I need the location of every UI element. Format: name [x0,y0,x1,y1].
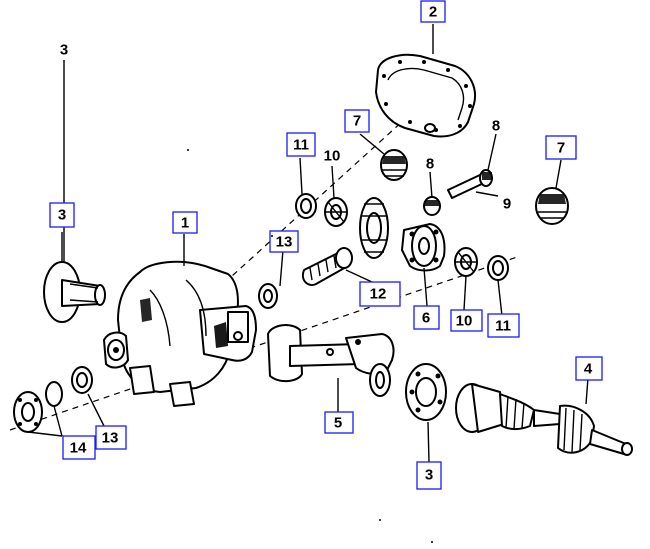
differential-case-part [401,223,446,272]
callout-label: 3 [425,467,433,484]
callout-label: 5 [334,415,342,432]
callout-3-left-top: 3 [60,42,68,59]
cv-axle-shaft-part [455,383,633,456]
free-label-8-mid: 8 [426,156,434,173]
callout-11-bot: 11 [487,313,520,338]
side-gear-mid-part [380,149,408,181]
ring-pinion-gear-part [302,197,389,286]
callout-label: 11 [495,318,511,335]
callout-label: 7 [557,140,565,157]
callout-label: 13 [276,234,293,251]
callout-label: 12 [370,286,387,303]
axle-flange-bottom-part [405,363,447,421]
assembly-axis-line [9,255,521,431]
free-label-9: 9 [503,196,511,213]
callout-13-bot: 13 [95,425,127,450]
callout-label: 6 [422,310,430,327]
axle-housing-part [103,260,257,407]
callout-label: 10 [456,313,473,330]
bearing-cone-bottom-part [454,247,478,277]
free-label-8-top: 8 [492,118,500,135]
callout-label: 3 [58,207,66,224]
callout-5: 5 [324,411,354,434]
callout-label: 2 [429,4,437,21]
callout-7-mid: 7 [344,109,370,133]
callout-label: 3 [60,42,68,59]
callout-label: 14 [70,440,87,457]
callout-4: 4 [575,356,603,381]
left-flange-yoke-part [43,261,106,323]
axle-tube-part [267,324,395,397]
bearing-cone-top-part [324,197,348,227]
callout-3-bot: 3 [416,461,442,490]
bearing-cup-top-part [295,193,317,219]
pinion-bearing-bottom-part [71,366,93,394]
differential-cover-part [375,53,476,138]
callout-label: 13 [102,430,119,447]
leader-lines [27,24,589,463]
side-gear-right-part [535,187,569,225]
callout-12: 12 [359,281,401,307]
callout-7-right: 7 [545,135,577,160]
pinion-bearing-mid-part [258,283,278,309]
callout-3-left: 3 [49,202,75,228]
callout-10-top: 10 [324,148,341,165]
callout-2-top: 2 [420,0,446,23]
callout-6: 6 [413,305,440,330]
pinion-gear-shaft-part [423,169,493,216]
callout-1: 1 [172,211,198,234]
callout-label: 10 [324,148,341,165]
callout-label: 7 [353,113,361,130]
callout-10-bot: 10 [450,309,483,332]
callout-label: 11 [293,137,309,154]
callout-13-mid: 13 [269,230,299,253]
callout-11-top: 11 [286,132,316,157]
bearing-cup-bottom-part [487,255,509,281]
callout-label: 1 [181,215,189,232]
callout-label: 4 [584,361,593,378]
callout-14: 14 [62,435,96,460]
seal-and-flange-part [13,381,63,433]
